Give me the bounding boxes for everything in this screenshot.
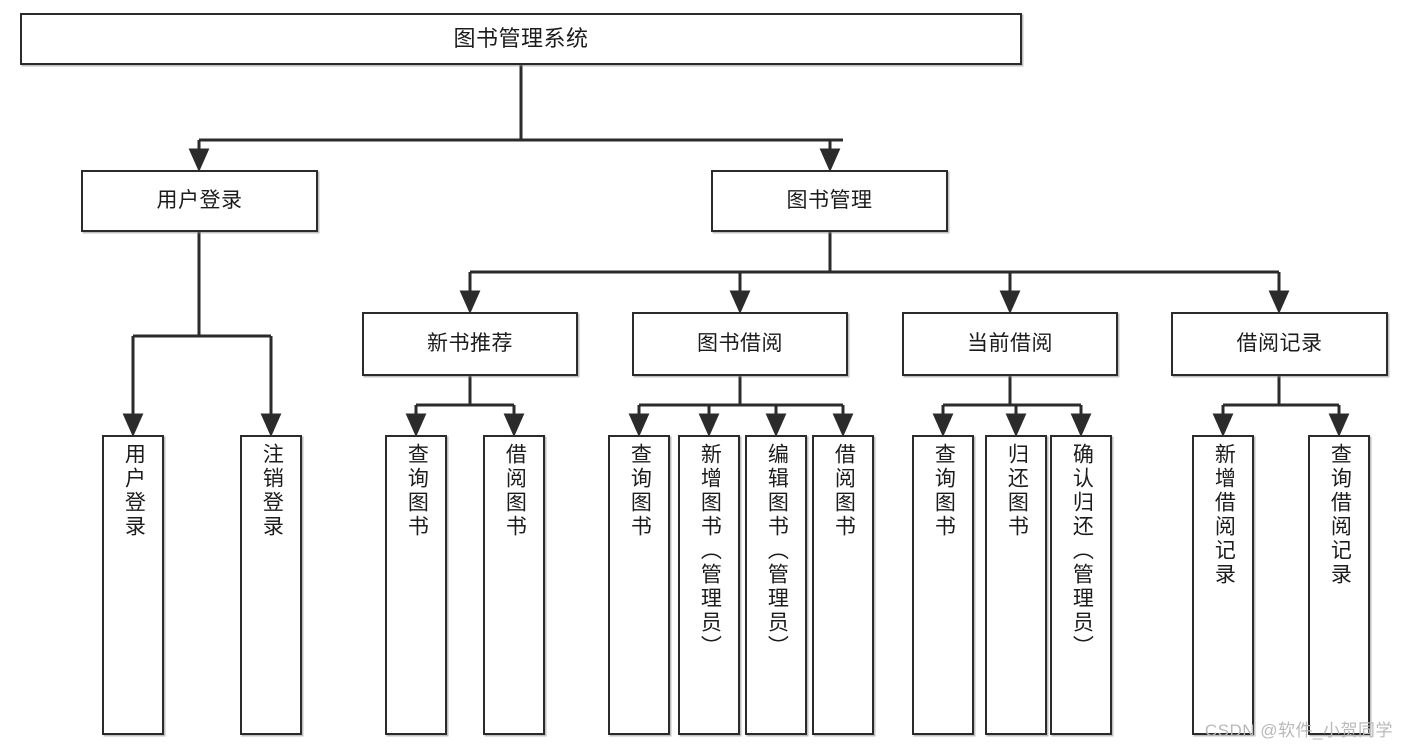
node-user-login[interactable]: 用户登录 bbox=[81, 170, 318, 232]
node-leaf-rec-query-label: 查询图书 bbox=[405, 443, 429, 539]
node-leaf-cb-confirm[interactable]: 确认归还（管理员） bbox=[1050, 435, 1112, 735]
node-leaf-cb-query[interactable]: 查询图书 bbox=[912, 435, 974, 735]
node-borrow-record-label: 借阅记录 bbox=[1236, 331, 1323, 355]
node-leaf-bb-edit[interactable]: 编辑图书（管理员） bbox=[745, 435, 807, 735]
csdn-watermark: CSDN @软件_小贺同学 bbox=[1204, 721, 1393, 740]
node-leaf-user-logout[interactable]: 注销登录 bbox=[240, 435, 302, 735]
node-leaf-user-login-label: 用户登录 bbox=[122, 443, 146, 539]
node-book-manage-label: 图书管理 bbox=[786, 188, 873, 212]
node-leaf-cb-return[interactable]: 归还图书 bbox=[985, 435, 1047, 735]
node-book-borrow[interactable]: 图书借阅 bbox=[632, 312, 848, 376]
node-leaf-user-login[interactable]: 用户登录 bbox=[102, 435, 164, 735]
node-current-borrow[interactable]: 当前借阅 bbox=[902, 312, 1118, 376]
node-new-book-rec-label: 新书推荐 bbox=[427, 331, 513, 355]
node-leaf-cb-query-label: 查询图书 bbox=[932, 443, 956, 539]
node-leaf-cb-confirm-label: 确认归还（管理员） bbox=[1070, 443, 1094, 659]
node-leaf-rec-borrow-label: 借阅图书 bbox=[503, 443, 527, 539]
node-leaf-br-query[interactable]: 查询借阅记录 bbox=[1308, 435, 1370, 735]
node-leaf-bb-borrow[interactable]: 借阅图书 bbox=[812, 435, 874, 735]
node-leaf-br-query-label: 查询借阅记录 bbox=[1328, 443, 1352, 587]
node-book-borrow-label: 图书借阅 bbox=[697, 331, 783, 355]
node-leaf-br-add[interactable]: 新增借阅记录 bbox=[1192, 435, 1254, 735]
node-leaf-bb-borrow-label: 借阅图书 bbox=[832, 443, 856, 539]
node-leaf-user-logout-label: 注销登录 bbox=[260, 443, 284, 539]
node-current-borrow-label: 当前借阅 bbox=[967, 331, 1053, 355]
node-leaf-bb-query-label: 查询图书 bbox=[628, 443, 652, 539]
node-book-manage[interactable]: 图书管理 bbox=[711, 170, 948, 232]
node-leaf-rec-query[interactable]: 查询图书 bbox=[385, 435, 447, 735]
node-leaf-rec-borrow[interactable]: 借阅图书 bbox=[483, 435, 545, 735]
node-borrow-record[interactable]: 借阅记录 bbox=[1171, 312, 1388, 376]
node-leaf-cb-return-label: 归还图书 bbox=[1005, 443, 1029, 539]
node-new-book-rec[interactable]: 新书推荐 bbox=[362, 312, 578, 376]
node-user-login-label: 用户登录 bbox=[156, 188, 243, 212]
node-leaf-bb-add-label: 新增图书（管理员） bbox=[698, 443, 722, 659]
node-leaf-bb-edit-label: 编辑图书（管理员） bbox=[765, 443, 789, 659]
node-leaf-bb-query[interactable]: 查询图书 bbox=[608, 435, 670, 735]
node-root-label: 图书管理系统 bbox=[453, 26, 589, 52]
node-leaf-br-add-label: 新增借阅记录 bbox=[1212, 443, 1236, 587]
node-root[interactable]: 图书管理系统 bbox=[20, 13, 1022, 65]
node-leaf-bb-add[interactable]: 新增图书（管理员） bbox=[678, 435, 740, 735]
